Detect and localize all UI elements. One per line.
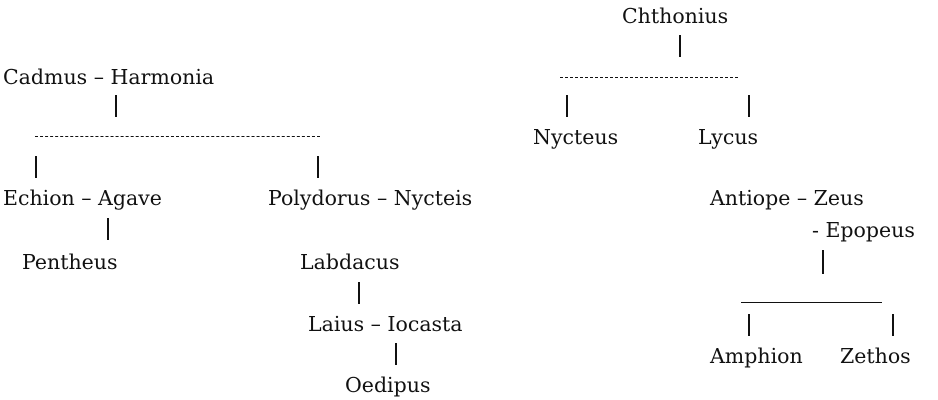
connector bbox=[748, 314, 750, 336]
connector bbox=[35, 156, 37, 178]
node-cadmus-harmonia: Cadmus – Harmonia bbox=[3, 65, 215, 89]
node-polydorus-nycteis: Polydorus – Nycteis bbox=[268, 186, 473, 210]
connector bbox=[358, 282, 360, 304]
connector bbox=[317, 156, 319, 178]
connector bbox=[892, 314, 894, 336]
node-oedipus: Oedipus bbox=[345, 373, 431, 397]
node-zethos: Zethos bbox=[840, 344, 911, 368]
connector bbox=[115, 95, 117, 117]
sibling-connector bbox=[35, 136, 320, 137]
node-laius-iocasta: Laius – Iocasta bbox=[308, 312, 463, 336]
node-epopeus: - Epopeus bbox=[812, 218, 915, 242]
node-lycus: Lycus bbox=[698, 125, 759, 149]
node-amphion: Amphion bbox=[710, 344, 803, 368]
node-pentheus: Pentheus bbox=[22, 250, 118, 274]
node-nycteus: Nycteus bbox=[533, 125, 619, 149]
connector bbox=[748, 95, 750, 117]
node-antiope-zeus: Antiope – Zeus bbox=[710, 186, 864, 210]
connector bbox=[679, 35, 681, 57]
connector bbox=[395, 343, 397, 365]
connector bbox=[107, 218, 109, 240]
sibling-connector bbox=[560, 77, 738, 78]
node-labdacus: Labdacus bbox=[300, 250, 400, 274]
node-echion-agave: Echion – Agave bbox=[3, 186, 162, 210]
connector bbox=[822, 250, 824, 274]
connector bbox=[566, 95, 568, 117]
sibling-connector bbox=[741, 302, 882, 303]
node-chthonius: Chthonius bbox=[622, 4, 729, 28]
